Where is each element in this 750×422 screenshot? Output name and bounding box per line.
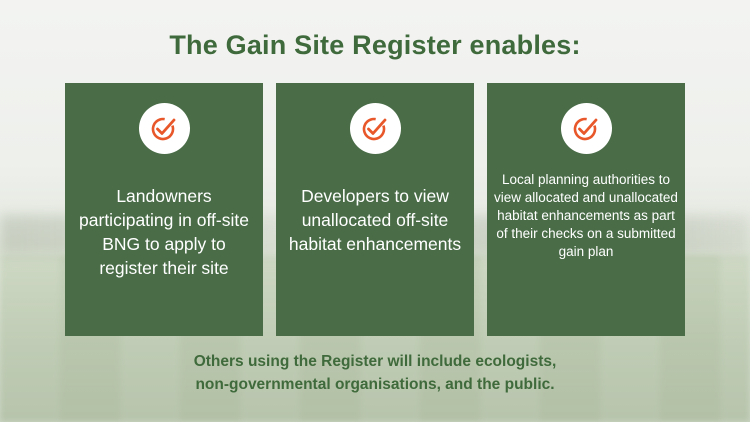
check-circle-icon (138, 103, 190, 154)
card-text: Developers to view unallocated off-site … (288, 186, 462, 254)
footer-line-1: Others using the Register will include e… (193, 353, 557, 370)
card-landowners: Landowners participating in off-site BNG… (65, 83, 263, 336)
card-text: Landowners participating in off-site BNG… (79, 186, 249, 278)
footer-line-2: non-governmental organisations, and the … (195, 376, 555, 393)
card-text: Local planning authorities to view alloc… (494, 172, 678, 259)
check-circle-icon (349, 103, 401, 154)
card-planning-authorities: Local planning authorities to view alloc… (487, 83, 685, 336)
check-circle-icon (560, 103, 612, 154)
footer-note: Others using the Register will include e… (0, 350, 750, 396)
card-developers: Developers to view unallocated off-site … (276, 83, 474, 336)
page-title: The Gain Site Register enables: (169, 30, 581, 60)
